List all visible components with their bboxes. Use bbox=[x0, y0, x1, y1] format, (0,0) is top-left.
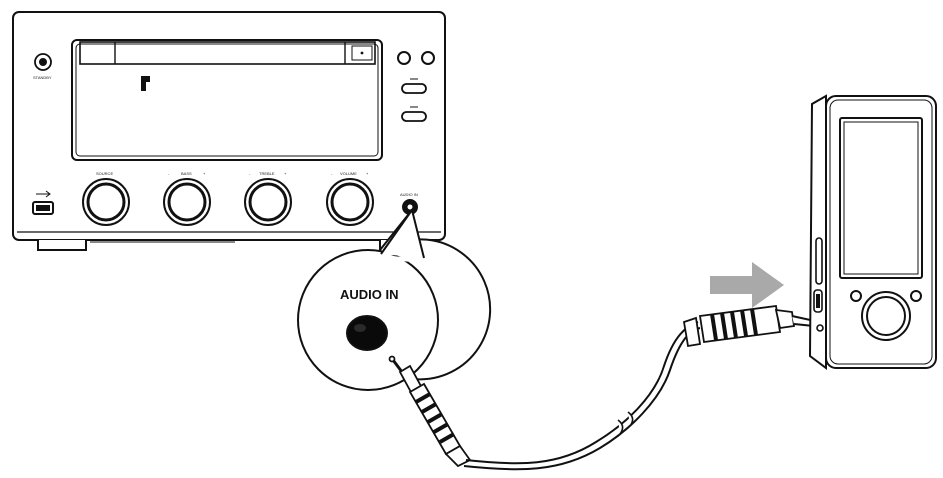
audio-in-small-label: AUDIO IN bbox=[400, 192, 418, 197]
source-label: SOURCE bbox=[96, 171, 113, 176]
volume-plus-label: + bbox=[366, 171, 369, 176]
plug-right bbox=[682, 304, 817, 348]
player-button-left bbox=[850, 290, 862, 302]
pill-button-lower bbox=[401, 111, 427, 122]
cd-slot bbox=[79, 41, 376, 65]
treble-minus-label: - bbox=[249, 171, 251, 176]
stereo-body bbox=[12, 11, 446, 241]
treble-plus-label: + bbox=[284, 171, 287, 176]
volume-knob bbox=[326, 178, 374, 226]
callout bbox=[297, 207, 492, 391]
source-knob bbox=[82, 178, 130, 226]
stereo-foot-left bbox=[37, 240, 87, 251]
pill-button-upper bbox=[401, 83, 427, 94]
audio-in-jack-large bbox=[346, 315, 388, 351]
volume-label: VOLUME bbox=[340, 171, 357, 176]
plug-left bbox=[388, 355, 472, 468]
callout-label: AUDIO IN bbox=[340, 287, 399, 302]
player-button-right bbox=[910, 290, 922, 302]
audio-cable bbox=[463, 321, 701, 471]
treble-knob bbox=[244, 178, 292, 226]
bass-minus-label: - bbox=[168, 171, 170, 176]
arrow-right-icon bbox=[710, 262, 784, 308]
bass-label: BASS bbox=[181, 171, 192, 176]
bass-knob bbox=[163, 178, 211, 226]
power-icon bbox=[34, 53, 52, 71]
top-knob-right bbox=[421, 51, 435, 65]
stereo-unit: STANDBY bbox=[12, 11, 446, 251]
bass-plus-label: + bbox=[203, 171, 206, 176]
media-player bbox=[808, 94, 937, 370]
top-knob-left bbox=[397, 51, 411, 65]
brand-logo bbox=[141, 76, 150, 91]
volume-minus-label: - bbox=[331, 171, 333, 176]
eject-button bbox=[351, 45, 373, 61]
standby-label: STANDBY bbox=[33, 75, 52, 80]
display-window bbox=[71, 39, 383, 161]
usb-icon bbox=[36, 190, 51, 198]
usb-port bbox=[32, 201, 54, 215]
treble-label: TREBLE bbox=[259, 171, 275, 176]
